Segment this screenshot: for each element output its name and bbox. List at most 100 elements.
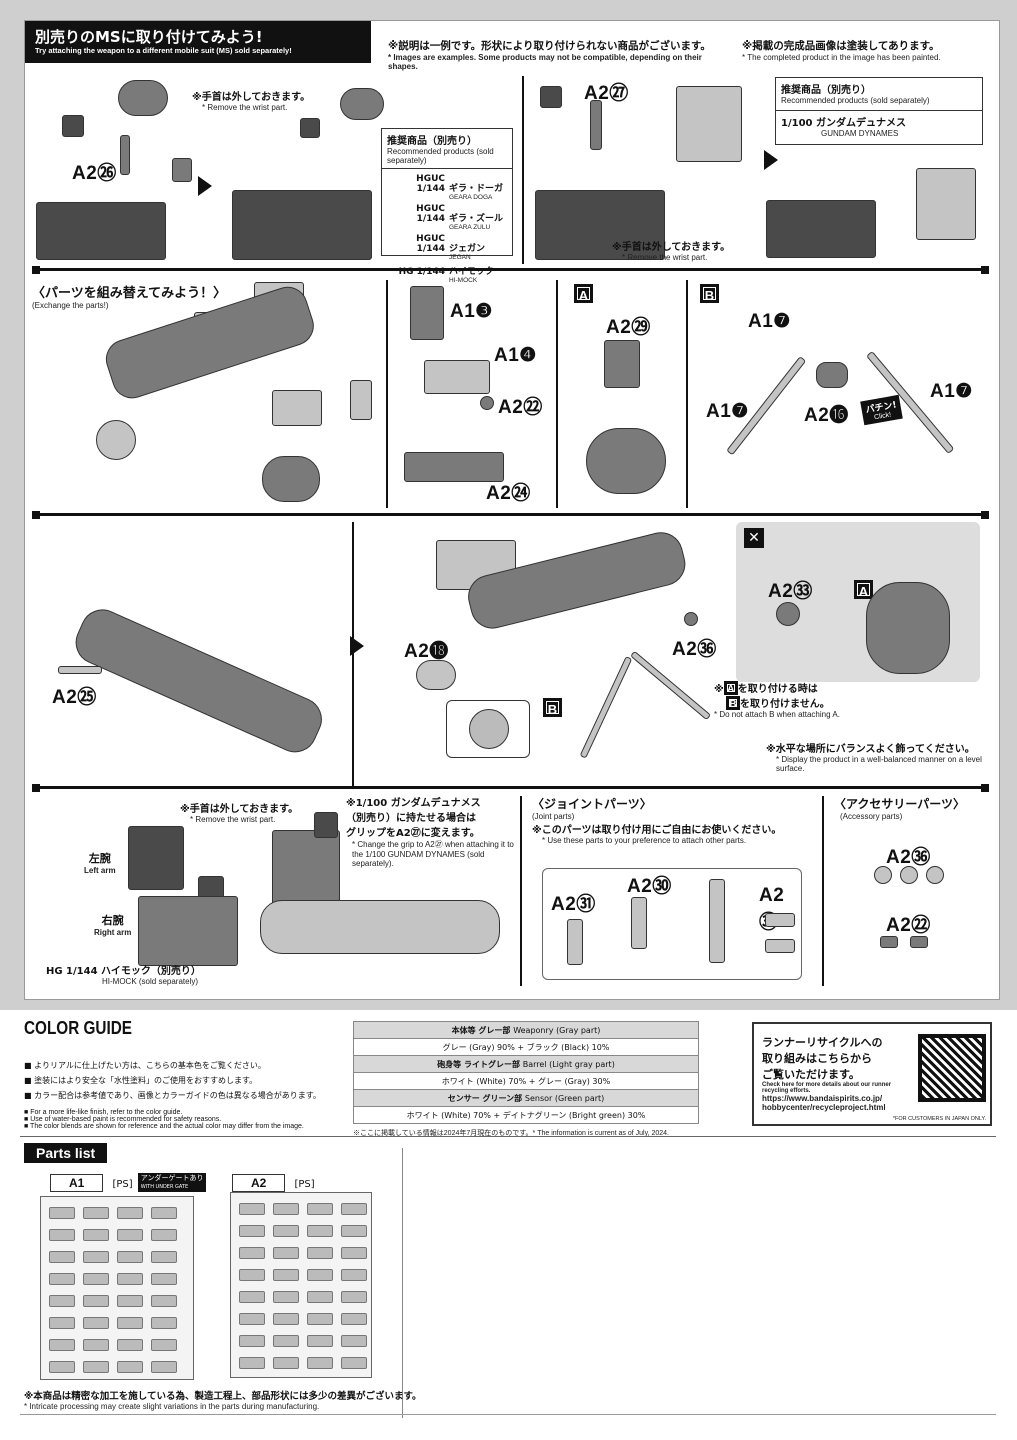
joint-32a	[765, 913, 795, 927]
runner-gate	[83, 1317, 109, 1329]
recommended-products-box-2: 推奨商品（別売り） Recommended products (sold sep…	[775, 77, 983, 145]
color-guide-title: COLOR GUIDE	[24, 1018, 132, 1038]
part-label-a2-29: A2㉙	[606, 317, 651, 338]
runner-gate	[307, 1203, 333, 1215]
runner-gate	[239, 1247, 265, 1259]
option-b-badge: B	[700, 284, 719, 304]
color-row-mix: グレー (Gray) 90% + ブラック (Black) 10%	[353, 1038, 699, 1056]
runner-gate	[273, 1269, 299, 1281]
runner-gate	[239, 1313, 265, 1325]
color-guide-info: ※ここに掲載している情報は2024年7月現在のものです。* The inform…	[353, 1130, 669, 1137]
right-arm-label: 右腕 Right arm	[94, 914, 132, 937]
runner-gate	[341, 1247, 367, 1259]
runner-gate	[83, 1339, 109, 1351]
knob	[900, 866, 918, 884]
runner-gate	[239, 1269, 265, 1281]
bracket-part	[272, 390, 322, 426]
part-label-a1-4: A1❹	[494, 345, 537, 366]
banner-note-2: ※掲載の完成品画像は塗装してあります。 * The completed prod…	[742, 40, 941, 62]
runner-gate	[273, 1357, 299, 1369]
drum-cap	[96, 420, 136, 460]
runner-gate	[307, 1335, 333, 1347]
color-guide-table: 本体等 グレー部 Weaponry (Gray part)グレー (Gray) …	[353, 1021, 699, 1138]
runner-gate	[49, 1207, 75, 1219]
color-row-header: 砲身等 ライトグレー部 Barrel (Light gray part)	[353, 1055, 699, 1073]
muzzle-detail	[446, 700, 530, 758]
part-label-a2-18: A2⓲	[404, 641, 449, 662]
display-note: ※水平な場所にバランスよく飾ってください。 * Display the prod…	[766, 744, 982, 773]
option-b-badge-2: B	[543, 698, 562, 718]
runner-gate	[307, 1247, 333, 1259]
step-arrow-3	[350, 636, 364, 656]
joint-cross	[709, 879, 725, 963]
qr-code[interactable]	[918, 1034, 986, 1102]
color-row-mix: ホワイト (White) 70% + デイトナグリーン (Bright gree…	[353, 1106, 699, 1124]
runner-gate	[341, 1313, 367, 1325]
runner-gate	[117, 1339, 143, 1351]
wrist-note-1: ※手首は外しておきます。 * Remove the wrist part.	[192, 92, 311, 112]
step-arrow-1	[198, 176, 212, 196]
runner-gate	[49, 1229, 75, 1241]
arm-part-4	[916, 168, 976, 240]
banner-note-1: ※説明は一例です。形状により取り付けられない商品がございます。 * Images…	[388, 40, 711, 71]
divider-h1	[36, 268, 986, 271]
divider-h3	[36, 786, 986, 789]
divider-v7	[822, 796, 824, 986]
runner-gate	[83, 1229, 109, 1241]
inset-panel: ✕ A2㉝ A	[736, 522, 980, 682]
tripod-hub	[816, 362, 848, 388]
runner-gate	[117, 1251, 143, 1263]
option-a-badge: A	[574, 284, 593, 304]
runner-a2-header: A2 [PS]	[232, 1172, 315, 1192]
part-label-a2-25: A2㉕	[52, 687, 97, 708]
divider-h2	[36, 513, 986, 516]
part-label-a1-3: A1❸	[450, 301, 493, 322]
runner-gate	[83, 1273, 109, 1285]
runner-gate	[83, 1207, 109, 1219]
grip-27	[314, 812, 338, 838]
option-a-badge-2: A	[854, 580, 873, 600]
runner-gate	[341, 1357, 367, 1369]
divider-v3	[556, 280, 558, 508]
runner-gate	[151, 1361, 177, 1373]
runner-gate	[273, 1335, 299, 1347]
runner-gate	[239, 1335, 265, 1347]
runner-gate	[151, 1229, 177, 1241]
divider-v4	[686, 280, 688, 508]
right-arm	[138, 896, 238, 966]
color-guide-notes: ■ よりリアルに仕上げたい方は、こちらの基本色をご覧ください。■ 塗装にはより安…	[24, 1060, 344, 1130]
exchange-title: 〈パーツを組み替えてみよう！〉 (Exchange the parts!)	[32, 286, 227, 310]
runner-gate	[239, 1203, 265, 1215]
divider-dot	[981, 784, 989, 792]
peg	[910, 936, 928, 948]
himock-label: HG 1/144 ハイモック（別売り） HI-MOCK (sold separa…	[46, 966, 201, 986]
runner-gate	[49, 1251, 75, 1263]
runner-gate	[151, 1251, 177, 1263]
divider-dot	[981, 266, 989, 274]
divider-v2	[386, 280, 388, 508]
left-arm	[128, 826, 184, 890]
color-row-header: センサー グリーン部 Sensor (Green part)	[353, 1089, 699, 1107]
runner-gate	[341, 1335, 367, 1347]
joint-30	[631, 897, 647, 949]
part-label-a2-22-acc: A2㉒	[886, 915, 931, 936]
divider-dot	[32, 784, 40, 792]
divider-dot	[32, 266, 40, 274]
part-label-a2-36: A2㊱	[672, 639, 717, 660]
mount-base	[404, 452, 504, 482]
dynames-note: ※1/100 ガンダムデュナメス （別売り）に持たせる場合は グリップをA2㉗に…	[346, 798, 514, 868]
cap-33	[776, 602, 800, 626]
runner-a1	[40, 1196, 194, 1380]
gun-body-4	[766, 200, 876, 258]
color-guide-note: ■ よりリアルに仕上げたい方は、こちらの基本色をご覧ください。	[24, 1061, 266, 1070]
part-label-a2-22: A2㉒	[498, 397, 543, 418]
runner-gate	[117, 1295, 143, 1307]
runner-gate	[151, 1295, 177, 1307]
part-label-a2-31: A2㉛	[551, 894, 596, 915]
gun-body-2	[232, 190, 372, 260]
divider-dot	[32, 511, 40, 519]
divider-v6	[520, 796, 522, 986]
